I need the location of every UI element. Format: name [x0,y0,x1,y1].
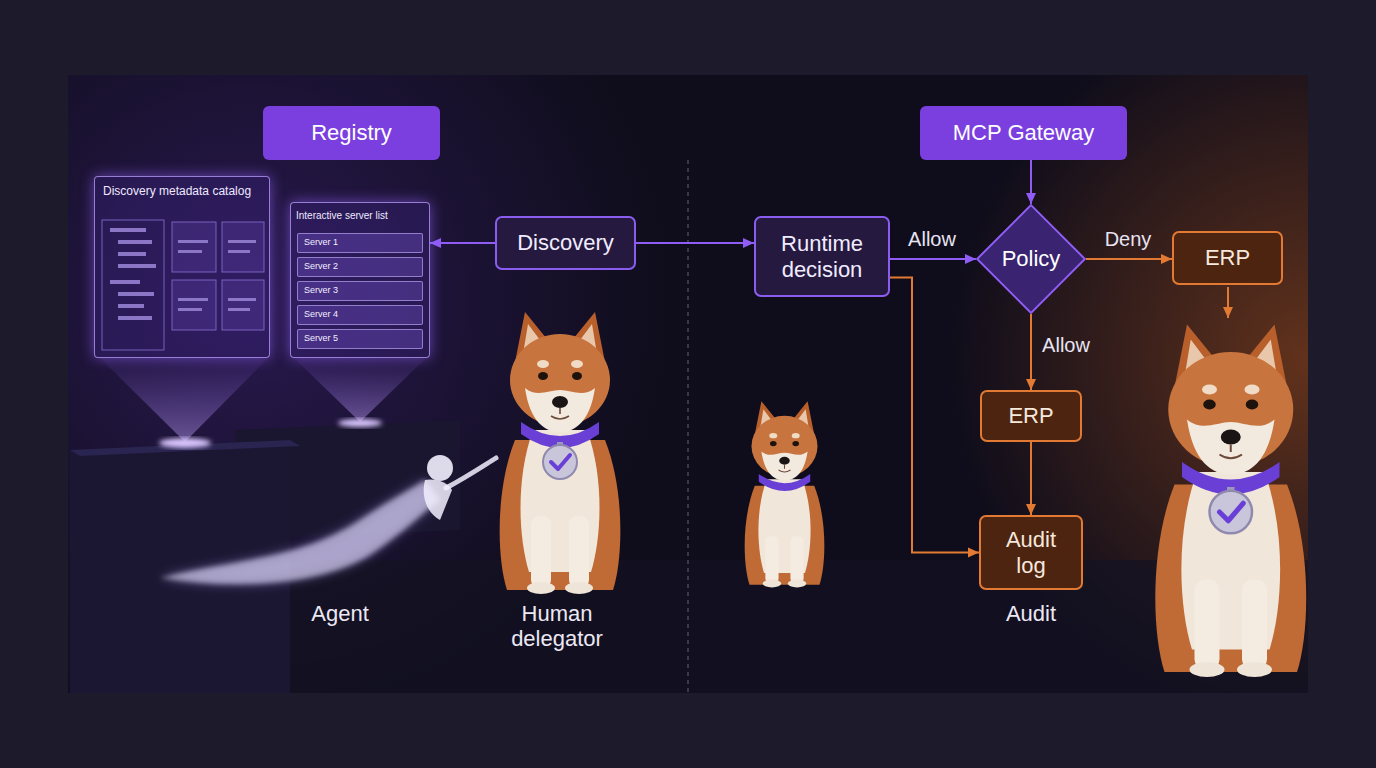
node-text: MCP Gateway [953,120,1094,145]
text-wrap: Server 1 [298,238,344,248]
node-text: Interactive server list [296,210,388,222]
node-text: Discovery metadata catalog [103,185,251,199]
text-wrap: Server 5 [298,334,344,344]
server-row: Server 5 [297,329,423,349]
text-wrap: Interactive server list [291,203,393,229]
caption-label: Human delegator [492,601,622,652]
pedestals [70,420,460,693]
catalog-panel: Discovery metadata catalog [94,176,270,358]
connector-arrow [1030,442,1032,515]
connector-arrow [430,242,495,244]
server-row: Server 1 [297,233,423,253]
node-text: Server 5 [304,334,338,344]
discovery-box: Discovery [495,216,636,270]
node-text: Runtime decision [766,231,878,282]
node-text: Server 2 [304,262,338,272]
edge-label: Allow [1039,334,1093,357]
text-wrap: Discovery [507,230,624,255]
erp-box: ERP [1172,231,1283,285]
text-wrap: Server 4 [298,310,344,320]
registry-box: Registry [263,106,440,160]
node-text: Server 1 [304,238,338,248]
gateway-box: MCP Gateway [920,106,1127,160]
connector-arrow [1030,160,1032,204]
node-text: Policy [1002,246,1061,271]
caption-label: Agent [280,601,400,626]
node-text: Discovery [517,230,614,255]
ghost-agent [160,455,496,584]
connector-arrow [1086,258,1172,260]
server-row: Server 3 [297,281,423,301]
edge-label: Deny [1102,228,1155,251]
text-wrap: Server 2 [298,262,344,272]
node-text: Registry [311,120,392,145]
decision-box: Runtime decision [754,216,890,297]
purple-glow [68,75,1308,693]
pointer-arrow [1227,287,1229,318]
node-text: ERP [1008,403,1053,428]
projector-beams [100,358,426,448]
text-wrap: ERP [998,403,1063,428]
policy-diamond: Policy [976,204,1086,314]
akita-dog [1155,325,1306,678]
text-wrap: Policy [992,246,1071,271]
text-wrap: ERP [1195,245,1260,270]
connector-arrow [636,242,754,244]
text-wrap: MCP Gateway [943,120,1104,145]
connector-arrow [890,258,976,260]
server-row: Server 2 [297,257,423,277]
text-wrap: Registry [301,120,402,145]
erp-box: ERP [980,390,1082,442]
audit-log-box: Audit log [979,515,1083,590]
text-wrap: Server 3 [298,286,344,296]
node-text: Audit log [991,527,1071,578]
text-wrap: Runtime decision [756,231,888,282]
server-list-panel: Interactive server listServer 1 Server 2 S… [290,202,430,358]
divider-line [687,160,688,693]
node-text: ERP [1205,245,1250,270]
akita-dog [745,401,825,587]
server-row: Server 4 [297,305,423,325]
node-text: Server 3 [304,286,338,296]
connector-arrow [1030,314,1032,390]
orange-glow [68,75,1308,693]
akita-dog [500,312,621,594]
edge-label: Allow [905,228,959,251]
image-frame [68,75,1308,693]
text-wrap: Discovery metadata catalog [95,177,259,207]
connector-arrow [890,278,979,553]
node-text: Server 4 [304,310,338,320]
text-wrap: Audit log [981,527,1081,578]
caption-label: Audit [971,601,1091,626]
